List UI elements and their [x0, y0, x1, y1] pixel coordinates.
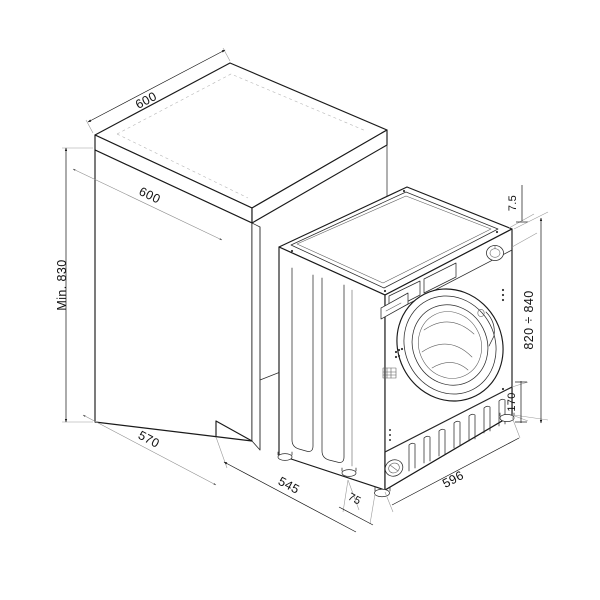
dimension-label-min-830: Min. 830	[55, 259, 69, 310]
side-panel-rib-1	[291, 267, 314, 452]
control-dial[interactable]	[486, 245, 504, 261]
lid-screw-dot	[495, 230, 499, 234]
porthole-door[interactable]	[378, 271, 522, 420]
adjustable-foot-front-right	[499, 412, 515, 422]
dimension-min-830: Min. 830	[55, 147, 93, 423]
door-mid-ring	[403, 295, 497, 395]
top-lid-inner-recess-2	[296, 195, 492, 284]
drawer-handle-recess	[380, 292, 409, 320]
cabinet-side-panel-edge	[251, 222, 261, 451]
drawer-handle-line	[385, 302, 402, 312]
dimension-label-7-5: 7.5	[507, 195, 519, 211]
drum-arc-2	[421, 343, 473, 358]
worktop-inset-hidden-line-2	[116, 133, 249, 199]
plinth-top-edge	[384, 386, 513, 453]
drain-filter-cap[interactable]	[382, 457, 405, 479]
dimension-75: 75	[338, 479, 376, 526]
lid-screw-dot	[290, 249, 294, 253]
side-indicator-dots	[389, 429, 391, 441]
adjustable-foot-front-left	[374, 486, 391, 498]
door-handle[interactable]	[485, 311, 495, 347]
drum-arc-3	[431, 362, 469, 371]
adjustable-foot-rear-mid	[341, 467, 357, 477]
plinth-vent-slots	[408, 398, 506, 472]
dimension-label-75: 75	[346, 491, 363, 508]
door-glass-rim	[411, 304, 489, 386]
door-glass	[418, 311, 482, 379]
lid-screw-dot	[402, 189, 406, 193]
front-mesh-panel	[382, 367, 397, 379]
side-panel-rib-2	[321, 277, 345, 463]
dimension-label-820-840: 820 ÷ 840	[522, 290, 536, 349]
door-outer-ring	[396, 288, 504, 402]
dimension-170: 170	[506, 381, 529, 423]
dimension-7-5: 7.5	[507, 185, 538, 248]
control-panel-display	[423, 262, 457, 294]
dimension-label-170: 170	[506, 392, 518, 411]
adjustable-foot-rear-left	[277, 451, 293, 461]
lid-screw-dot	[383, 289, 387, 293]
door-lock-indicator	[477, 309, 485, 317]
drum-arc-1	[423, 321, 475, 335]
top-lid-inner-recess	[290, 191, 499, 289]
front-indicator-dots-left	[394, 347, 404, 359]
dimension-820-840: 820 ÷ 840	[513, 211, 549, 424]
